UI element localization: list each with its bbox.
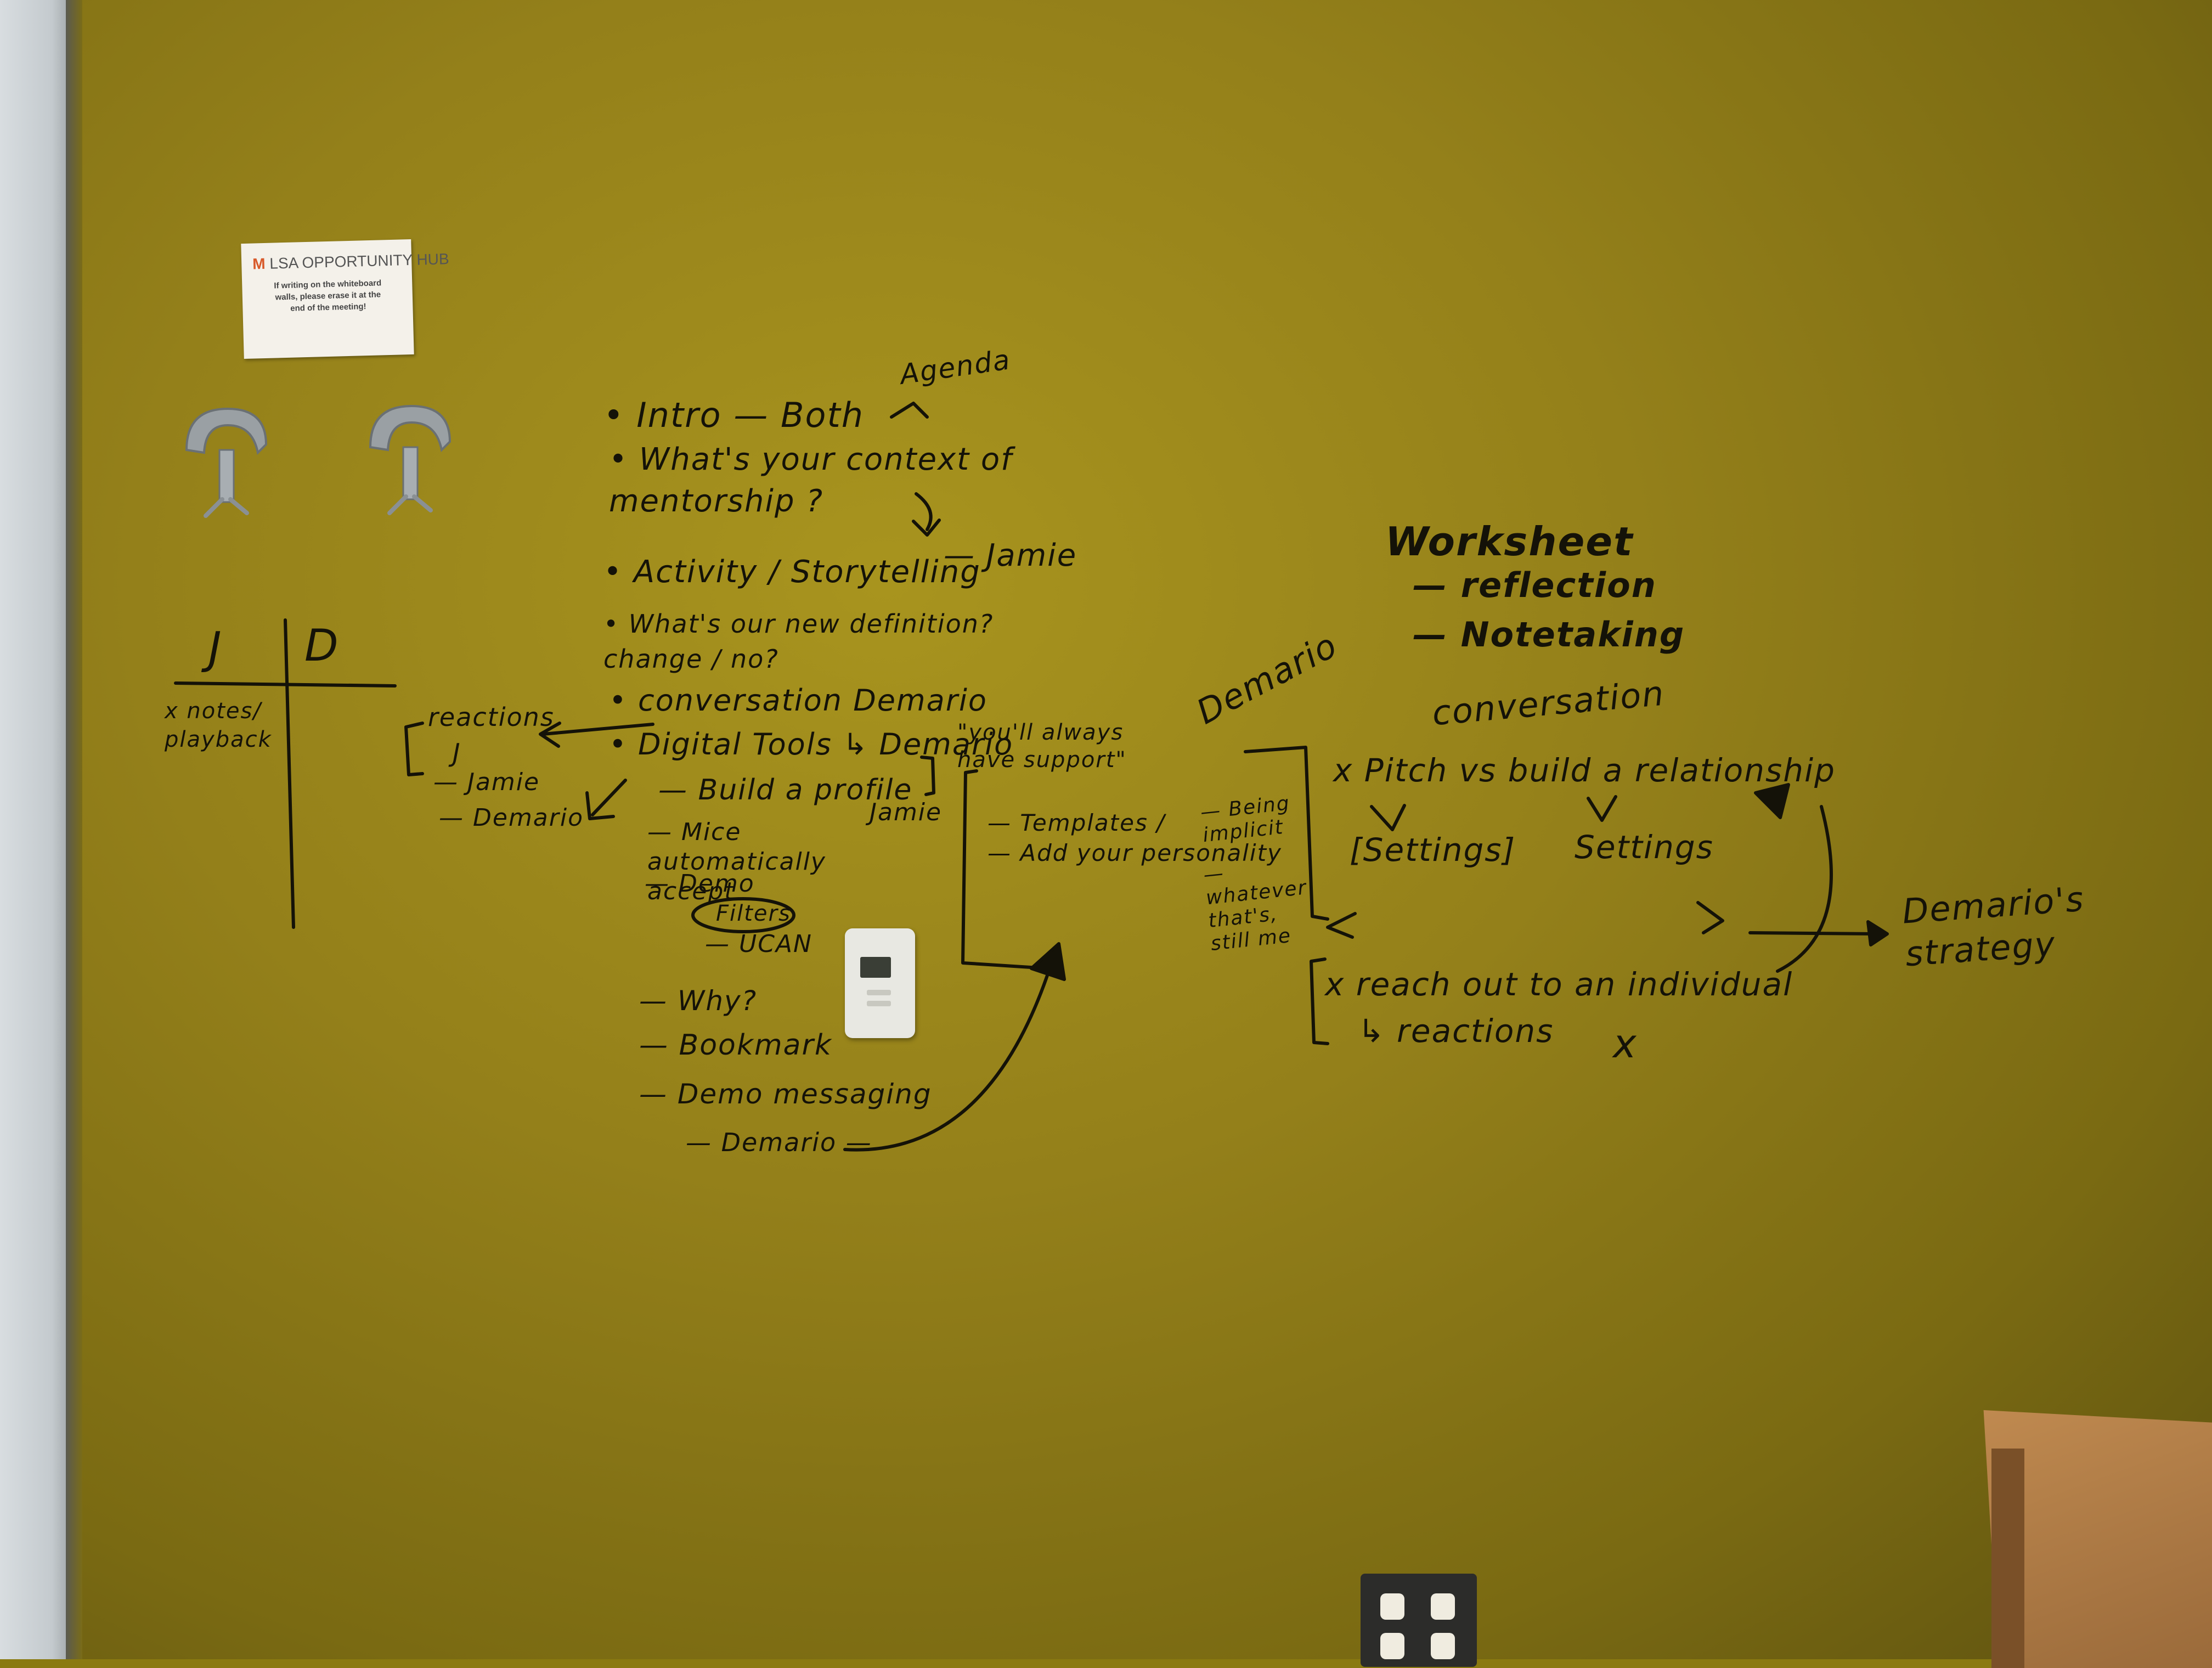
support-templates: — Templates / — [988, 809, 1166, 836]
table-horizontal-line — [174, 681, 397, 688]
small-left-chevron — [1326, 912, 1357, 939]
agenda-digital-tools-text: Digital Tools ↳ Demario — [638, 727, 1014, 762]
bullet: • — [603, 554, 623, 590]
arrow-down-left — [591, 779, 627, 816]
digital-tools-bracket — [920, 756, 935, 796]
arrow-context-head — [912, 519, 941, 537]
agenda-demario: — Demario — — [686, 1128, 872, 1157]
conversation-settings-right: Settings — [1575, 829, 1714, 866]
thermostat-screen — [860, 957, 891, 978]
support-note-2: — whatever that's, still me — [1202, 861, 1308, 955]
agenda-demo-messaging: — Demo messaging — [639, 1078, 932, 1110]
reactions-jamie: — Jamie — [433, 768, 540, 796]
curve-arrow-to-support — [843, 964, 1052, 1152]
coat-hook-left — [185, 407, 268, 518]
desk-edge — [1991, 1449, 2024, 1668]
small-right-chevron — [1696, 901, 1724, 934]
arrow-to-reactions — [541, 723, 654, 736]
table-row-label: x notes/ playback — [165, 698, 272, 752]
agenda-intro: • Intro — Both — [603, 395, 864, 435]
thermostat — [845, 928, 915, 1038]
agenda-auto-accept: — Mice automatically accept — [647, 818, 826, 905]
agenda-demo: — Demo — [645, 870, 755, 898]
table-col-d: D — [304, 620, 340, 671]
agenda-context: • What's your context of mentorship ? — [609, 439, 1048, 522]
bullet: • — [609, 727, 628, 762]
outlet-socket — [1431, 1593, 1455, 1620]
table-col-j: J — [208, 623, 223, 674]
bullet: • — [603, 609, 620, 639]
support-quote: "you'll always have support" — [957, 720, 1127, 773]
demario-strategy: Demario's strategy — [1901, 878, 2086, 974]
support-bracket — [961, 769, 1049, 970]
agenda-intro-text: Intro — Both — [636, 395, 865, 435]
agenda-definition: • What's our new definition? change / no… — [603, 606, 998, 677]
settings-check-left — [1370, 804, 1406, 831]
reach-bracket — [1310, 957, 1329, 1045]
agenda-jamie: — Jamie — [944, 538, 1077, 573]
agenda-bookmark: — Bookmark — [639, 1029, 832, 1062]
worksheet-title: Worksheet — [1385, 519, 1634, 565]
agenda-filters: Filters — [716, 901, 791, 926]
outlet-socket — [1380, 1633, 1404, 1659]
reactions-title: reactions — [428, 702, 555, 732]
conversation-reactions: ↳ reactions — [1358, 1012, 1554, 1050]
conversation-reach: x reach out to an individual — [1325, 966, 1793, 1003]
table-vertical-line — [284, 618, 295, 929]
agenda-definition-text: What's our new definition? change / no? — [603, 609, 994, 674]
agenda-jamie-2: Jamie — [870, 798, 943, 826]
arrow-context — [915, 492, 933, 531]
thermostat-button — [867, 990, 891, 995]
curve-arrow-head — [1030, 942, 1066, 981]
conversation-pitch: x Pitch vs build a relationship — [1333, 752, 1836, 789]
agenda-ucan: — UCAN — [705, 930, 812, 958]
strategy-arrow — [1748, 931, 1878, 936]
agenda-activity-text: Activity / Storytelling — [633, 554, 981, 590]
demario-notes-bracket — [1244, 746, 1329, 921]
door-frame — [0, 0, 74, 1659]
wall-edge — [66, 0, 82, 1659]
conversation-settings-left: [Settings] — [1350, 831, 1516, 869]
thermostat-button — [867, 1001, 891, 1006]
settings-check-right — [1587, 795, 1617, 822]
agenda-context-text: What's your context of mentorship ? — [609, 442, 1013, 519]
arrow-down-left-head — [585, 791, 615, 820]
reactions-j: J — [453, 738, 461, 768]
filters-circle — [691, 897, 795, 933]
loop-arrow — [1776, 805, 1833, 973]
outlet-socket — [1431, 1633, 1455, 1659]
outlet-socket — [1380, 1593, 1404, 1620]
arrow-to-reactions-head — [539, 722, 561, 748]
agenda-bracket — [890, 402, 929, 419]
reactions-bracket — [404, 722, 424, 776]
agenda-conversation-text: conversation Demario — [638, 683, 988, 718]
worksheet-notetaking: — Notetaking — [1413, 615, 1685, 655]
strategy-arrow-head — [1866, 920, 1889, 946]
support-personality: — Add your personality — [988, 839, 1282, 866]
coat-hook-right — [369, 404, 452, 515]
bullet: • — [603, 395, 625, 435]
bullet: • — [609, 683, 628, 718]
agenda-activity: • Activity / Storytelling — [603, 554, 981, 590]
agenda-digital-tools: • Digital Tools ↳ Demario — [609, 727, 1013, 762]
power-outlet — [1361, 1574, 1477, 1667]
agenda-conversation: • conversation Demario — [609, 683, 988, 718]
conversation-x-mark: x — [1613, 1021, 1638, 1067]
reactions-demario: — Demario — [439, 804, 584, 832]
loop-arrow-head — [1754, 783, 1790, 819]
bullet: • — [609, 442, 629, 477]
worksheet-reflection: — reflection — [1413, 565, 1657, 605]
agenda-build-profile: — Build a profile — [658, 774, 913, 807]
agenda-why: — Why? — [639, 985, 758, 1017]
